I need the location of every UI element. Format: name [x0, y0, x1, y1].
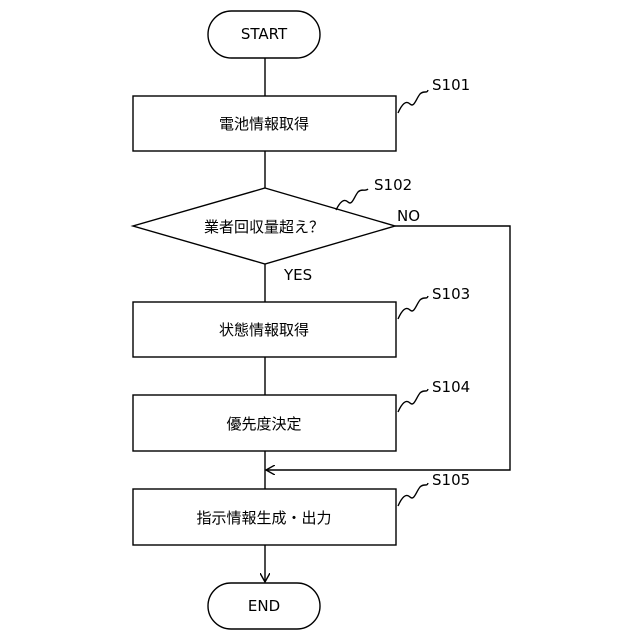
decision-label-s102: 業者回収量超え？: [204, 218, 324, 236]
step-leader-s105: [398, 483, 428, 506]
start-label: START: [241, 25, 288, 43]
step-leader-s104: [398, 389, 428, 412]
end-label: END: [248, 597, 280, 615]
branch-no-label: NO: [397, 207, 420, 225]
step-id-s103: S103: [432, 285, 470, 303]
branch-yes-label: YES: [283, 266, 312, 284]
process-label-s105: 指示情報生成・出力: [196, 509, 331, 527]
step-id-s102: S102: [374, 176, 412, 194]
step-leader-s103: [398, 296, 428, 319]
step-id-s104: S104: [432, 378, 470, 396]
step-id-s101: S101: [432, 76, 470, 94]
process-label-s104: 優先度決定: [226, 415, 301, 433]
step-leader-s102: [336, 189, 368, 210]
step-id-s105: S105: [432, 471, 470, 489]
process-label-s101: 電池情報取得: [219, 115, 309, 133]
step-leader-s101: [398, 90, 428, 113]
process-label-s103: 状態情報取得: [219, 321, 309, 339]
